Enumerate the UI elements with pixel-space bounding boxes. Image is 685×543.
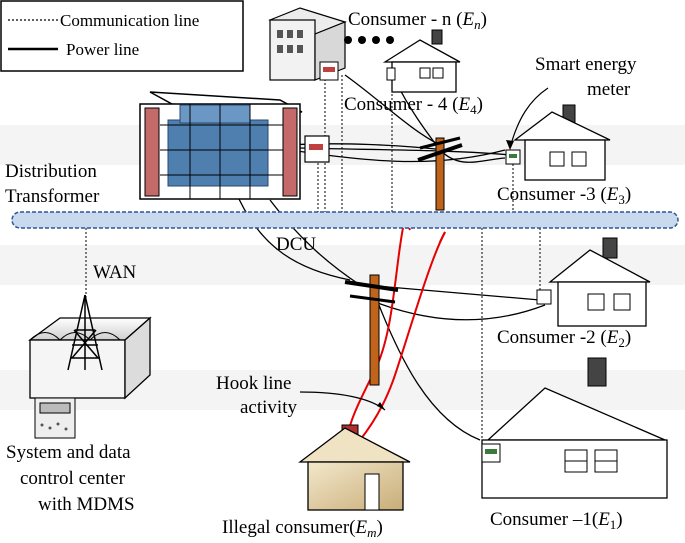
consumer-2-house [536,237,651,327]
ellipsis-dots [344,36,394,44]
label-transformer-line2: Transformer [5,186,100,207]
utility-pole-lower [344,274,399,386]
label-dcu: DCU [276,234,316,255]
legend: Communication line Power line [0,0,244,72]
label-consumer-4: Consumer - 4 (E4) [344,94,483,117]
label-consumer-1: Consumer –1(E1) [490,509,623,532]
legend-power-label: Power line [66,40,139,59]
meter-display [309,144,323,150]
label-control-line3: with MDMS [38,494,135,515]
label-consumer-3: Consumer -3 (E3) [497,184,631,207]
label-consumer-n: Consumer - n (En) [348,9,487,32]
distribution-bus [11,211,679,229]
antenna-tower [67,294,103,371]
legend-communication-label: Communication line [60,11,199,30]
control-center-building [28,316,152,439]
hook-arrowhead [377,402,385,410]
label-hook-line2: activity [240,397,297,418]
consumer-1-house [481,357,668,499]
consumer-3-house [505,104,611,181]
label-consumer-2: Consumer -2 (E2) [497,327,631,350]
label-illegal-consumer: Illegal consumer(Em) [222,517,383,540]
consumer-4-house [382,29,461,93]
label-smart-meter-line2: meter [587,79,631,100]
label-control-line2: control center [20,468,126,489]
label-transformer-line1: Distribution [5,161,97,182]
distribution-transformer [139,91,303,200]
label-control-line1: System and data [6,442,131,463]
smart-meter-pointer [509,87,549,149]
label-wan: WAN [93,262,137,283]
smart-meter-arrowhead [506,140,514,150]
utility-pole-upper [417,136,463,211]
label-hook-line1: Hook line [216,373,291,394]
illegal-consumer-house [298,424,411,511]
consumer-n-building [268,7,347,81]
label-smart-meter-line1: Smart energy [535,54,637,75]
